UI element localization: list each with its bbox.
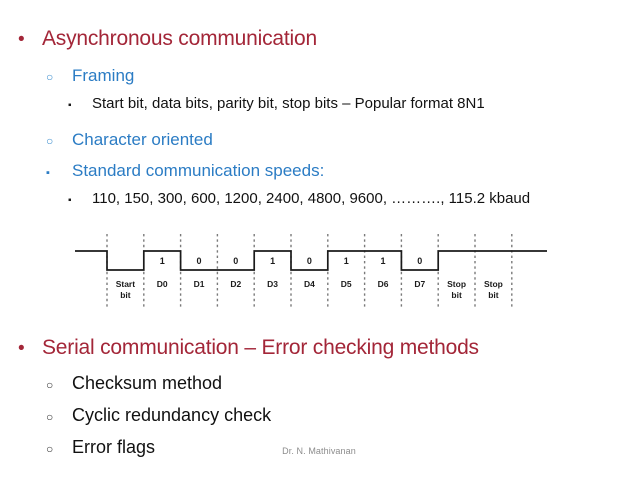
bit-value-d0: 1 (160, 256, 165, 266)
cell-label-stop-bit-1-line1: Stop (447, 279, 466, 289)
bullet-marker-circle-icon: ○ (46, 70, 54, 84)
bullet-text: Asynchronous communication (42, 27, 317, 50)
footer-credit: Dr. N. Mathivanan (282, 446, 356, 456)
bullet-text: Framing (72, 66, 135, 85)
bit-value-d5: 1 (344, 256, 349, 266)
bullet-text: Cyclic redundancy check (72, 405, 272, 425)
bullet-text: Checksum method (72, 373, 223, 393)
cell-label-d4: D4 (304, 279, 315, 289)
serial-frame-waveform-diagram: 1 0 0 1 0 1 1 0 Start bit D0 D1 D2 D3 D4… (70, 228, 552, 314)
bullet-level2-framing: ○ Framing (46, 67, 134, 84)
bullet-marker-disc-icon: • (18, 29, 25, 50)
cell-label-d2: D2 (230, 279, 241, 289)
bullet-level2-standard-speeds: ▪ Standard communication speeds: (46, 162, 324, 179)
bullet-text: Error flags (72, 437, 156, 457)
bullet-marker-disc-icon: • (18, 338, 25, 359)
cell-label-d5: D5 (341, 279, 352, 289)
cell-label-stop-bit-2-line1: Stop (484, 279, 503, 289)
bullet-marker-circle-icon: ○ (46, 134, 54, 148)
bullet-text: Character oriented (72, 130, 213, 149)
bit-value-d1: 0 (196, 256, 201, 266)
bullet-text: Start bit, data bits, parity bit, stop b… (92, 95, 485, 112)
bullet-level3-baud-rate-list: ▪ 110, 150, 300, 600, 1200, 2400, 4800, … (68, 191, 530, 206)
cell-label-d7: D7 (414, 279, 425, 289)
bullet-text: Standard communication speeds: (72, 161, 325, 180)
bullet-level3-frame-format: ▪ Start bit, data bits, parity bit, stop… (68, 96, 485, 111)
bullet-text: Serial communication – Error checking me… (42, 336, 479, 359)
cell-label-d0: D0 (157, 279, 168, 289)
bullet-level2-cyclic-redundancy-check: ○ Cyclic redundancy check (46, 406, 271, 424)
bullet-marker-square-icon: ▪ (68, 195, 72, 206)
bullet-level2-checksum-method: ○ Checksum method (46, 374, 222, 392)
cell-label-d1: D1 (194, 279, 205, 289)
bit-value-d7: 0 (417, 256, 422, 266)
bit-value-labels: 1 0 0 1 0 1 1 0 (160, 256, 423, 266)
bit-value-d2: 0 (233, 256, 238, 266)
bullet-level1-asynchronous-communication: • Asynchronous communication (18, 28, 317, 49)
cell-label-stop-bit-2-line2: bit (488, 290, 499, 300)
bullet-marker-circle-icon: ○ (46, 410, 54, 424)
cell-label-start-bit-line2: bit (120, 290, 131, 300)
bullet-marker-circle-icon: ○ (46, 378, 54, 392)
bullet-marker-square-icon: ▪ (68, 100, 72, 111)
cell-label-d6: D6 (378, 279, 389, 289)
bullet-marker-square-icon: ▪ (46, 167, 50, 179)
bit-value-d6: 1 (380, 256, 385, 266)
bit-value-d4: 0 (307, 256, 312, 266)
bit-value-d3: 1 (270, 256, 275, 266)
bullet-level2-error-flags: ○ Error flags (46, 438, 155, 456)
cell-label-start-bit-line1: Start (116, 279, 136, 289)
signal-trace (75, 250, 547, 271)
cell-divider-group (106, 234, 513, 309)
cell-label-stop-bit-1-line2: bit (451, 290, 462, 300)
cell-label-d3: D3 (267, 279, 278, 289)
bullet-text: 110, 150, 300, 600, 1200, 2400, 4800, 96… (92, 190, 531, 207)
bullet-level1-serial-communication: • Serial communication – Error checking … (18, 337, 479, 358)
bullet-level2-character-oriented: ○ Character oriented (46, 131, 213, 148)
bullet-marker-circle-icon: ○ (46, 442, 54, 456)
cell-name-labels: Start bit D0 D1 D2 D3 D4 D5 D6 D7 Stop b… (116, 279, 503, 300)
